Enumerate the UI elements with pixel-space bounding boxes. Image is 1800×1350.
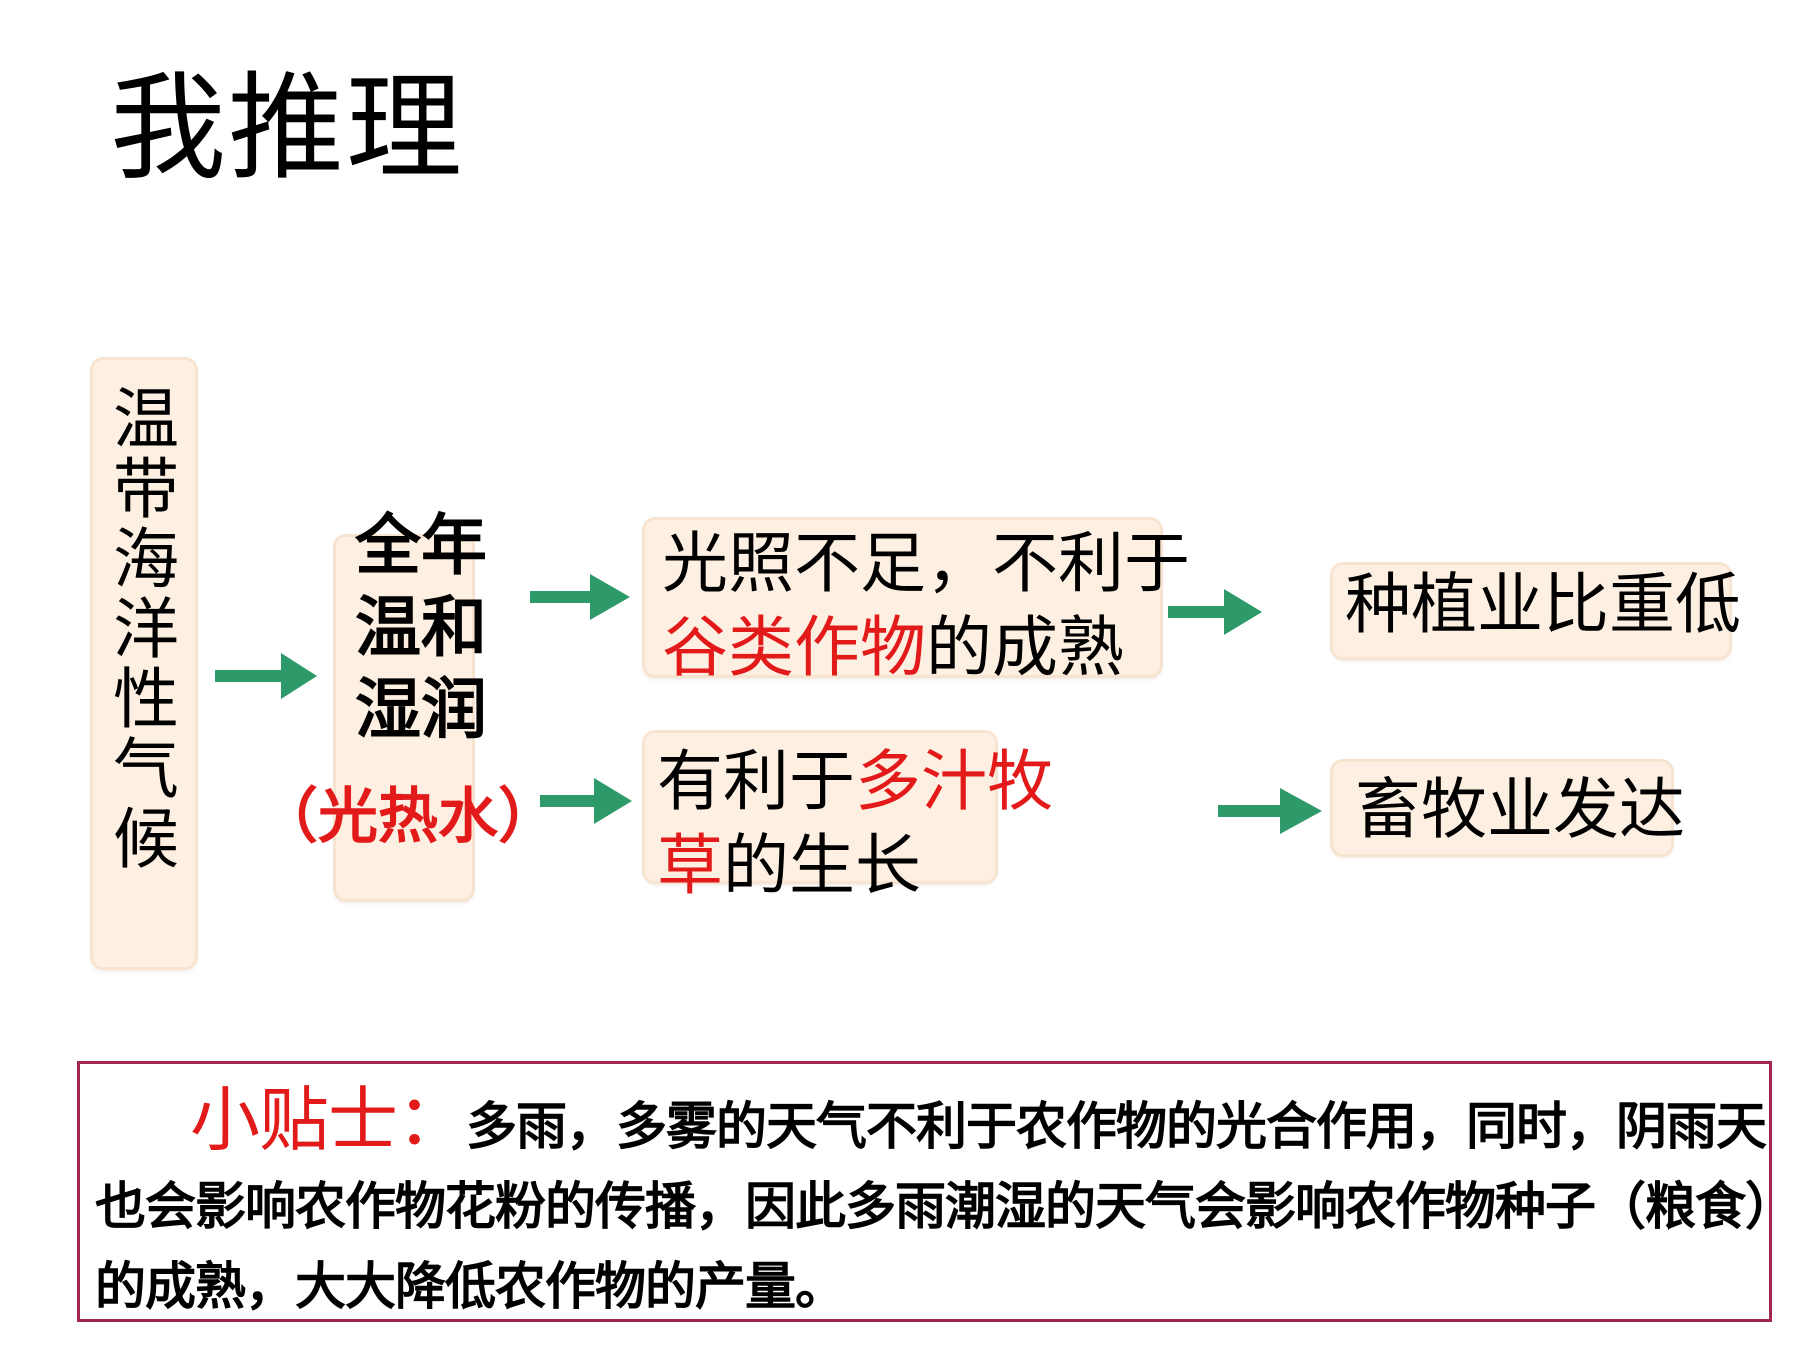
page-title: 我推理 bbox=[110, 61, 464, 196]
feature-box bbox=[336, 537, 472, 899]
effect-crop-text: 光照不足，不利于 谷类作物的成熟 bbox=[662, 522, 1190, 690]
climate-label: 温带海洋性气候 bbox=[113, 381, 179, 878]
effect-pasture-text: 有利于多汁牧 草的生长 bbox=[657, 740, 1053, 908]
feature-label: 全年温和湿润 bbox=[355, 507, 487, 748]
tips-panel bbox=[77, 1061, 1772, 1322]
arrow-pasture-to-result bbox=[1218, 788, 1322, 834]
arrow-feature-to-crop bbox=[530, 574, 630, 620]
result-pasture-box bbox=[1333, 762, 1671, 854]
tips-content: 小贴士：多雨，多雾的天气不利于农作物的光合作用，同时，阴雨天也会影响农作物花粉的… bbox=[95, 1080, 1775, 1328]
tips-body: 多雨，多雾的天气不利于农作物的光合作用，同时，阴雨天也会影响农作物花粉的传播，因… bbox=[95, 1098, 1771, 1317]
effect-pasture-post: 的生长 bbox=[723, 827, 921, 904]
result-pasture-label: 畜牧业发达 bbox=[1355, 771, 1685, 848]
arrow-crop-to-result bbox=[1168, 589, 1262, 635]
effect-pasture-highlight-2: 草 bbox=[657, 827, 723, 904]
effect-pasture-box bbox=[645, 733, 995, 881]
effect-crop-box bbox=[645, 520, 1160, 675]
effect-pasture-line2: 草的生长 bbox=[657, 824, 1053, 908]
effect-pasture-highlight-1: 多汁牧 bbox=[855, 743, 1053, 820]
effect-crop-highlight: 谷类作物 bbox=[662, 609, 926, 686]
feature-note: （光热水） bbox=[258, 782, 558, 852]
arrow-climate-to-feature bbox=[215, 653, 317, 699]
effect-crop-line2: 谷类作物的成熟 bbox=[662, 606, 1190, 690]
effect-pasture-line1: 有利于多汁牧 bbox=[657, 740, 1053, 824]
effect-crop-line1: 光照不足，不利于 bbox=[662, 525, 1190, 602]
tips-label: 小贴士： bbox=[190, 1079, 467, 1161]
effect-pasture-pre: 有利于 bbox=[657, 743, 855, 820]
result-crop-box bbox=[1333, 565, 1729, 657]
arrow-feature-to-pasture bbox=[540, 778, 632, 824]
effect-crop-post: 的成熟 bbox=[926, 609, 1124, 686]
result-crop-label: 种植业比重低 bbox=[1345, 566, 1741, 643]
climate-box bbox=[93, 360, 195, 967]
